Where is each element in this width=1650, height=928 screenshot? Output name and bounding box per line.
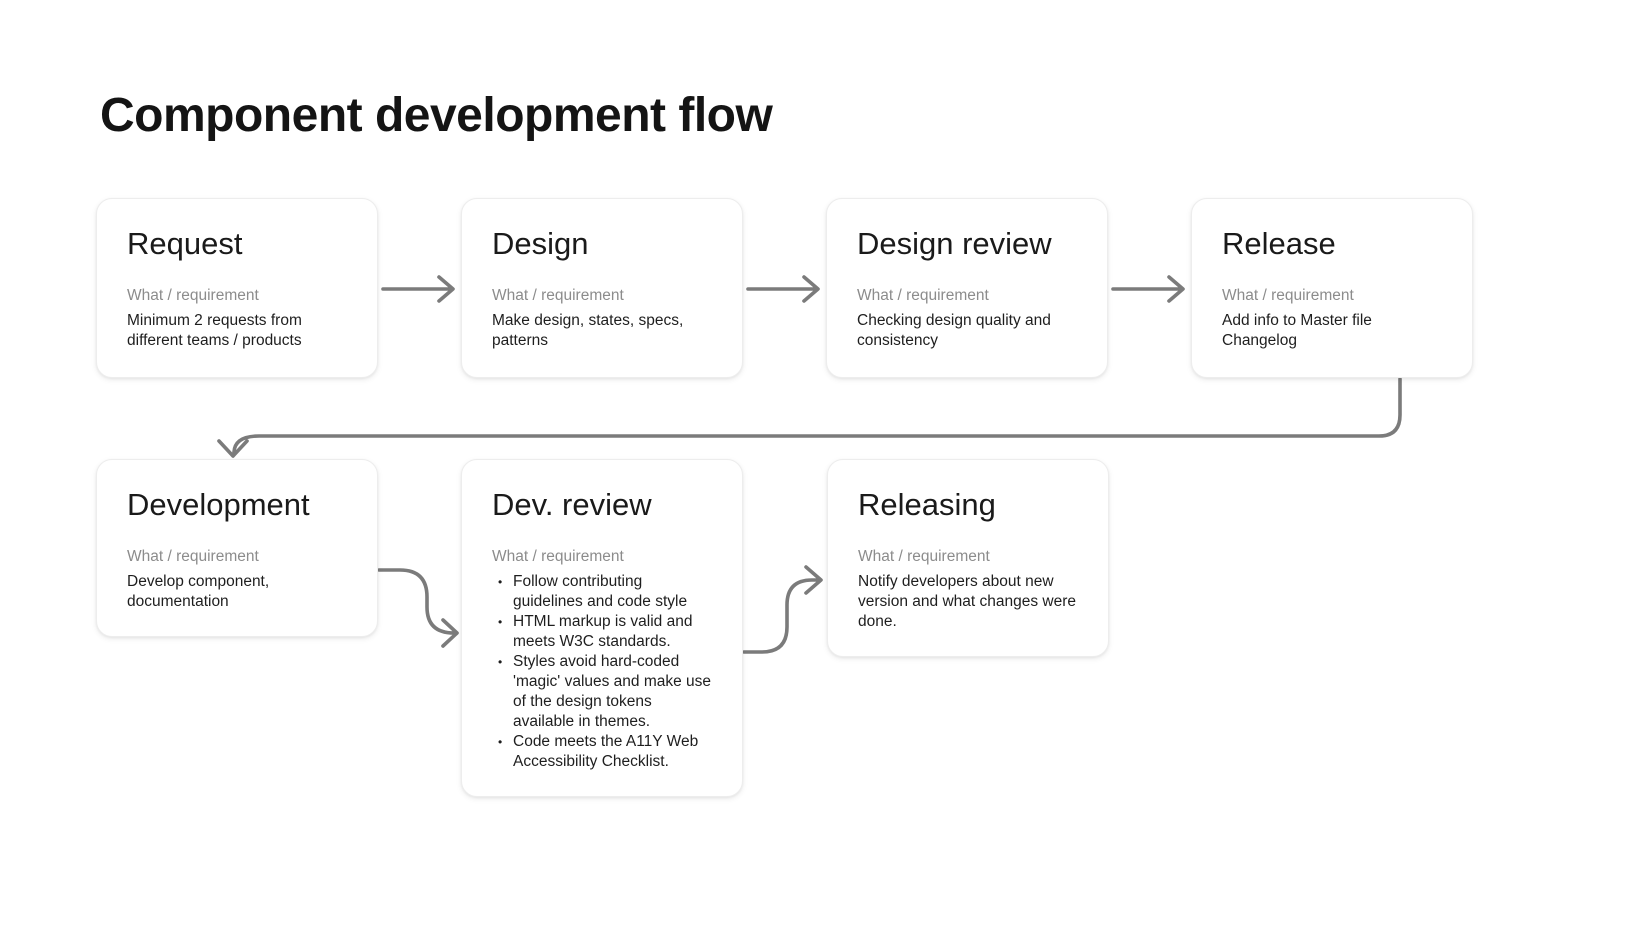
card-body: Add info to Master file Changelog bbox=[1222, 312, 1372, 350]
page-title: Component development flow bbox=[100, 89, 773, 142]
card-label: What / requirement bbox=[127, 287, 259, 305]
card-title: Release bbox=[1222, 226, 1336, 261]
arrow-release-to-development-icon bbox=[217, 377, 1402, 458]
arrow-request-to-design-icon bbox=[381, 275, 455, 303]
card-development: Development What / requirement Develop c… bbox=[96, 459, 378, 638]
card-title: Development bbox=[127, 487, 310, 522]
card-label: What / requirement bbox=[127, 548, 259, 566]
card-releasing: Releasing What / requirement Notify deve… bbox=[827, 459, 1109, 658]
arrow-design-to-design-review-icon bbox=[746, 275, 820, 303]
card-bullet-list: Follow contributing guidelines and code … bbox=[492, 572, 712, 772]
card-title: Design review bbox=[857, 226, 1052, 261]
card-title: Request bbox=[127, 226, 243, 261]
card-label: What / requirement bbox=[857, 287, 989, 305]
card-body: Notify developers about new version and … bbox=[858, 573, 1076, 631]
card-label: What / requirement bbox=[492, 548, 624, 566]
arrow-design-review-to-release-icon bbox=[1111, 275, 1185, 303]
card-design: Design What / requirement Make design, s… bbox=[461, 198, 743, 378]
card-label: What / requirement bbox=[1222, 287, 1354, 305]
card-body: Make design, states, specs, patterns bbox=[492, 312, 684, 350]
bullet-item: HTML markup is valid and meets W3C stand… bbox=[492, 612, 712, 652]
bullet-item: Styles avoid hard-coded 'magic' values a… bbox=[492, 652, 712, 732]
card-release: Release What / requirement Add info to M… bbox=[1191, 198, 1473, 378]
arrow-development-to-dev-review-icon bbox=[377, 568, 459, 648]
card-body: Minimum 2 requests from different teams … bbox=[127, 312, 302, 350]
card-title: Releasing bbox=[858, 487, 996, 522]
card-title: Dev. review bbox=[492, 487, 652, 522]
card-dev-review: Dev. review What / requirement Follow co… bbox=[461, 459, 743, 798]
card-body: Checking design quality and consistency bbox=[857, 312, 1051, 350]
card-body: Develop component, documentation bbox=[127, 573, 270, 611]
card-design-review: Design review What / requirement Checkin… bbox=[826, 198, 1108, 378]
bullet-item: Follow contributing guidelines and code … bbox=[492, 572, 712, 612]
bullet-item: Code meets the A11Y Web Accessibility Ch… bbox=[492, 732, 712, 772]
card-label: What / requirement bbox=[858, 548, 990, 566]
card-label: What / requirement bbox=[492, 287, 624, 305]
card-request: Request What / requirement Minimum 2 req… bbox=[96, 198, 378, 378]
arrow-dev-review-to-releasing-icon bbox=[742, 565, 823, 654]
card-title: Design bbox=[492, 226, 589, 261]
